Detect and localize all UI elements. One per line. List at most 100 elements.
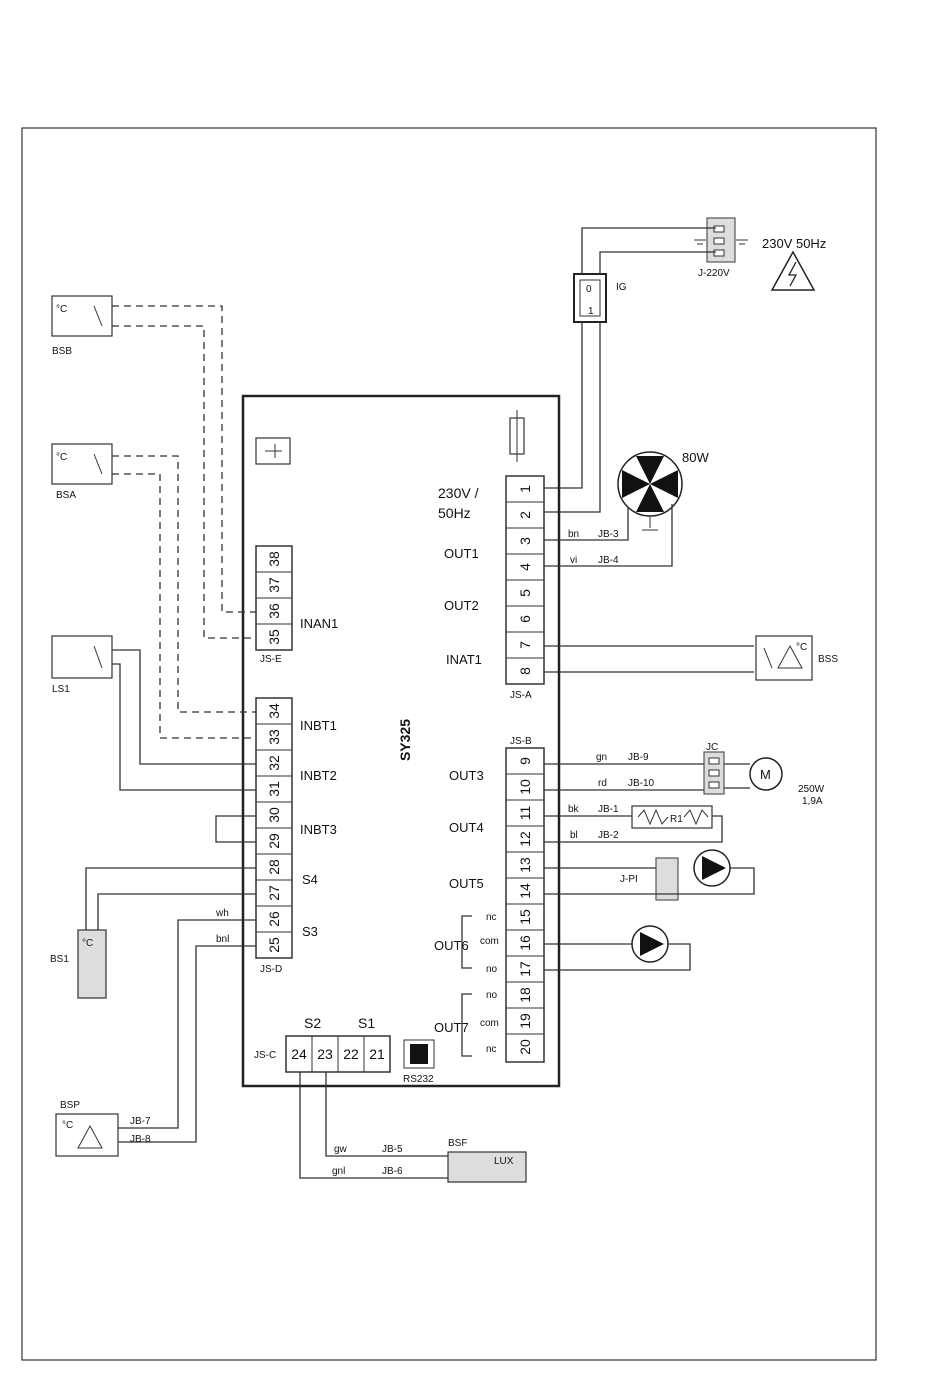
terminal-26: 26 [266,911,282,927]
fan-jb-a: JB-3 [598,529,619,540]
jsb-label: JS-B [510,736,532,747]
out1-label: OUT1 [444,546,479,561]
out6-label: OUT6 [434,938,469,953]
terminal-16: 16 [517,935,533,951]
terminal-23: 23 [317,1046,333,1062]
s2-label: S2 [304,1015,321,1031]
terminal-37: 37 [266,577,282,593]
terminal-35: 35 [266,629,282,645]
inbt1-label: INBT1 [300,718,337,733]
heater-label: R1 [670,814,683,825]
terminal-17: 17 [517,961,533,977]
motor-icon [749,757,783,791]
supply-hz-label: 50Hz [438,505,471,521]
terminal-7: 7 [517,641,533,649]
motor-wire-b: rd [598,778,607,789]
ls1-label: LS1 [52,684,70,695]
jsd-label: JS-D [260,964,282,975]
motor-symbol: M [760,767,771,782]
terminal-24: 24 [291,1046,307,1062]
fan-wire-a: bn [568,529,579,540]
bsf-wire-b: gnl [332,1166,345,1177]
inbt3-label: INBT3 [300,822,337,837]
main-switch[interactable] [573,273,607,323]
mains-ground-icon [694,239,748,245]
inat1-label: INAT1 [446,652,482,667]
terminal-28: 28 [266,859,282,875]
terminal-22: 22 [343,1046,359,1062]
bsf-sensor [447,1151,527,1183]
pump-connector-label: J-PI [620,874,638,885]
mains-connector [706,217,736,263]
heater-jb-b: JB-2 [598,830,619,841]
jsc-label: JS-C [254,1050,276,1061]
terminal-21: 21 [369,1046,385,1062]
inan1-label: INAN1 [300,616,338,631]
page-frame [21,127,877,1361]
high-voltage-warning-icon [770,250,816,291]
bsp-wire-b: bnl [216,934,229,945]
terminal-30: 30 [266,807,282,823]
out4-label: OUT4 [449,820,484,835]
heater-jb-a: JB-1 [598,804,619,815]
bsp-deg: °C [62,1120,73,1131]
out7-no-label: no [486,990,498,1001]
terminal-5: 5 [517,589,533,597]
bsa-sensor [51,443,113,485]
terminal-29: 29 [266,833,282,849]
bsa-label: BSA [56,490,76,501]
motor-current: 1,9A [802,796,823,807]
out6-nc-label: nc [486,912,497,923]
terminal-9: 9 [517,757,533,765]
terminal-8: 8 [517,667,533,675]
terminal-4: 4 [517,563,533,571]
terminal-14: 14 [517,883,533,899]
terminal-33: 33 [266,729,282,745]
terminal-15: 15 [517,909,533,925]
terminal-20: 20 [517,1039,533,1055]
bs1-label: BS1 [50,954,69,965]
terminal-12: 12 [517,831,533,847]
bsf-jb-a: JB-5 [382,1144,403,1155]
terminal-31: 31 [266,781,282,797]
bs1-deg: °C [82,938,93,949]
terminal-19: 19 [517,1013,533,1029]
terminal-3: 3 [517,537,533,545]
supply-label: 230V / [438,485,479,501]
s3-label: S3 [302,924,318,939]
bsf-wire-a: gw [334,1144,348,1155]
out6-bracket [461,915,472,969]
out7-bracket [461,993,472,1057]
bss-sensor [755,635,813,681]
bsp-jb-a: JB-7 [130,1116,151,1127]
out7-label: OUT7 [434,1020,469,1035]
terminal-32: 32 [266,755,282,771]
jse-label: JS-E [260,654,282,665]
ls1-sensor [51,635,113,679]
switch-label: IG [616,282,627,293]
bss-deg: °C [796,642,807,653]
bsb-label: BSB [52,346,72,357]
bsp-sensor [55,1113,119,1157]
s4-label: S4 [302,872,318,887]
terminal-36: 36 [266,603,282,619]
switch-off-label: 1 [588,306,594,317]
bs1-sensor [77,929,107,999]
terminal-2: 2 [517,511,533,519]
bsb-sensor [51,295,113,337]
fan-icon [617,451,683,531]
s1-label: S1 [358,1015,375,1031]
bsf-jb-b: JB-6 [382,1166,403,1177]
out6-com-label: com [480,936,499,947]
jsa-label: JS-A [510,690,532,701]
board-ground-icon [255,437,291,465]
heater-wire-b: bl [570,830,578,841]
out5-label: OUT5 [449,876,484,891]
motor-connector [703,751,725,795]
rs232-port-icon [403,1039,435,1069]
switch-on-label: 0 [586,284,592,295]
out2-label: OUT2 [444,598,479,613]
terminal-10: 10 [517,779,533,795]
fan-wire-b: vi [570,555,577,566]
inbt2-label: INBT2 [300,768,337,783]
